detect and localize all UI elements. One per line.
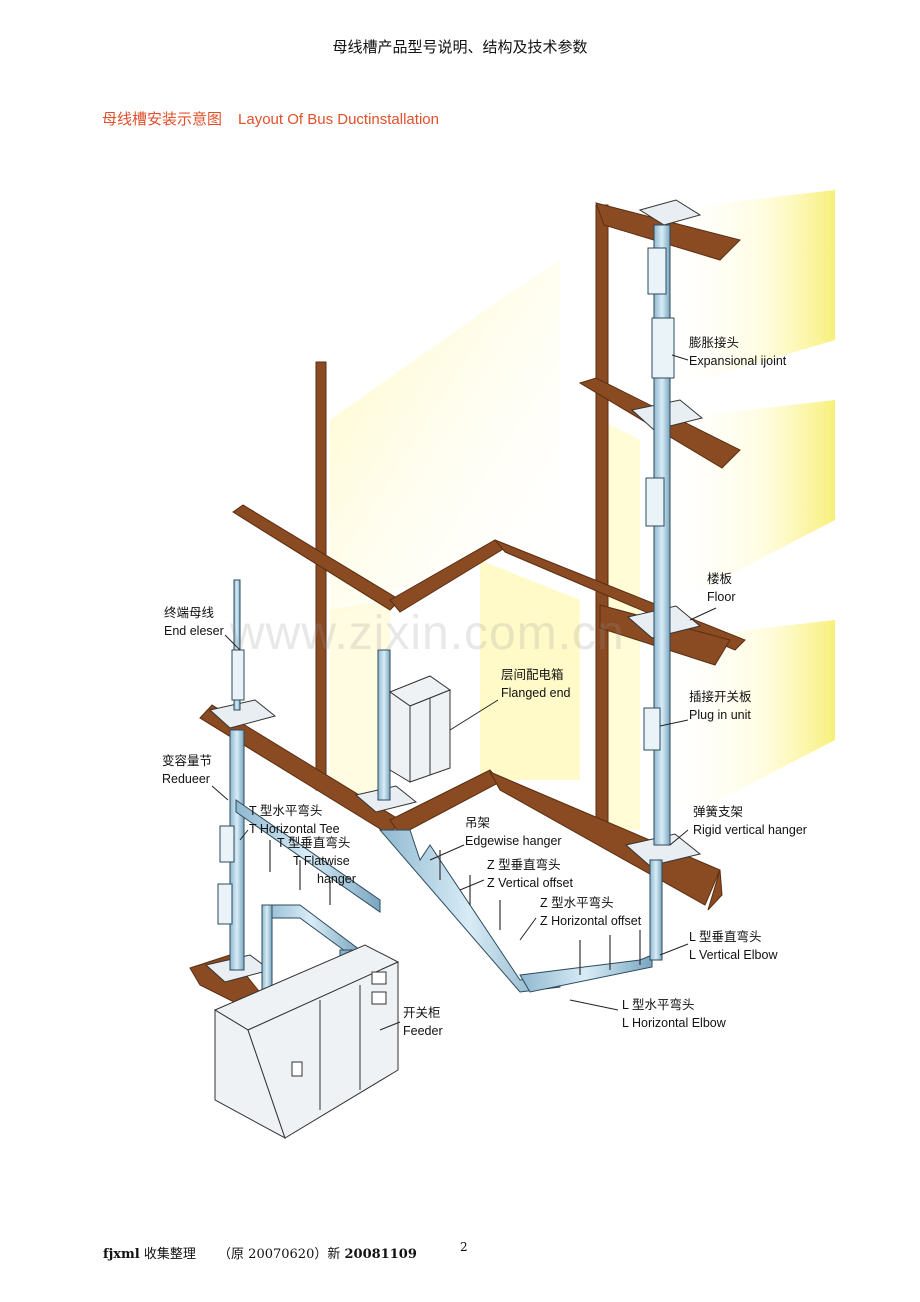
label-reducer: 变容量节 Redueer <box>162 752 212 788</box>
label-cn: L 型垂直弯头 <box>689 930 762 944</box>
label-cn: T 型垂直弯头 <box>277 836 351 850</box>
label-edgewise-hanger: 吊架 Edgewise hanger <box>465 814 562 850</box>
label-cn: 吊架 <box>465 816 491 830</box>
label-cn: 插接开关板 <box>689 690 752 704</box>
label-en: Feeder <box>403 1024 443 1038</box>
footer-orig-date: （原 20070620）新 <box>218 1247 341 1262</box>
feeder-cabinet <box>213 944 400 1140</box>
label-en: Rigid vertical hanger <box>693 823 807 837</box>
page-number: 2 <box>460 1240 468 1254</box>
label-z-vertical: Z 型垂直弯头 Z Vertical offset <box>487 856 573 892</box>
floor-plates <box>204 199 704 983</box>
label-en: Edgewise hanger <box>465 834 562 848</box>
label-cn: 楼板 <box>707 572 733 586</box>
vertical-bus-ducts <box>217 224 675 971</box>
label-feeder: 开关柜 Feeder <box>403 1004 443 1040</box>
label-end-bus: 终端母线 End eleser <box>164 604 224 640</box>
label-en: Z Vertical offset <box>487 876 573 890</box>
label-rigid-hanger: 弹簧支架 Rigid vertical hanger <box>693 803 807 839</box>
label-en: Flanged end <box>501 686 571 700</box>
label-en: L Horizontal Elbow <box>622 1016 726 1030</box>
label-plug-in-unit: 插接开关板 Plug in unit <box>689 688 752 724</box>
label-en2: hanger <box>317 872 356 886</box>
label-en: End eleser <box>164 624 224 638</box>
leader-lines <box>211 354 717 1031</box>
label-cn: 终端母线 <box>164 606 215 620</box>
label-cn: Z 型水平弯头 <box>540 896 614 910</box>
label-en: Expansional ijoint <box>689 354 787 368</box>
label-expansion-joint: 膨胀接头 Expansional ijoint <box>689 334 786 370</box>
footer-new-date: 20081109 <box>344 1247 417 1262</box>
label-cn: 膨胀接头 <box>689 336 740 350</box>
label-en: T Flatwise <box>293 854 350 868</box>
watermark: www.zixin.com.cn <box>230 607 625 660</box>
label-floor: 楼板 Floor <box>707 570 735 606</box>
page-header: 母线槽产品型号说明、结构及技术参数 <box>332 38 588 56</box>
footer: fjxml 收集整理 （原 20070620）新 20081109 <box>103 1243 417 1262</box>
label-en: Plug in unit <box>689 708 751 722</box>
label-flanged-end: 层间配电箱 Flanged end <box>501 666 571 702</box>
label-l-vertical: L 型垂直弯头 L Vertical Elbow <box>689 928 777 964</box>
label-en: Floor <box>707 590 736 604</box>
flanged-end-cabinet <box>388 675 452 783</box>
label-en: Z Horizontal offset <box>540 914 642 928</box>
figure-title: 母线槽安装示意图 Layout Of Bus Ductinstallation <box>102 108 439 129</box>
label-cn: T 型水平弯头 <box>249 804 323 818</box>
figure-title-en: Layout Of Bus Ductinstallation <box>238 111 439 128</box>
label-cn: 弹簧支架 <box>693 805 744 819</box>
label-en: Redueer <box>162 772 210 786</box>
label-l-horizontal: L 型水平弯头 L Horizontal Elbow <box>622 996 726 1032</box>
hangers <box>269 840 641 975</box>
label-cn: Z 型垂直弯头 <box>487 858 561 872</box>
label-cn: 层间配电箱 <box>501 668 564 682</box>
figure-title-cn: 母线槽安装示意图 <box>102 110 223 128</box>
label-z-horizontal: Z 型水平弯头 Z Horizontal offset <box>540 894 641 930</box>
label-cn: L 型水平弯头 <box>622 998 695 1012</box>
wall-lighting <box>330 190 835 830</box>
label-en: L Vertical Elbow <box>689 948 778 962</box>
label-horizontal-tee: T 型水平弯头 T Horizontal Tee <box>249 802 340 838</box>
label-en: T Horizontal Tee <box>249 822 340 836</box>
label-cn: 开关柜 <box>403 1006 441 1020</box>
footer-text: 收集整理 <box>143 1247 196 1262</box>
label-cn: 变容量节 <box>162 754 213 768</box>
footer-author: fjxml <box>103 1247 140 1262</box>
label-t-vertical: T 型垂直弯头 T Flatwise hanger <box>277 834 356 888</box>
